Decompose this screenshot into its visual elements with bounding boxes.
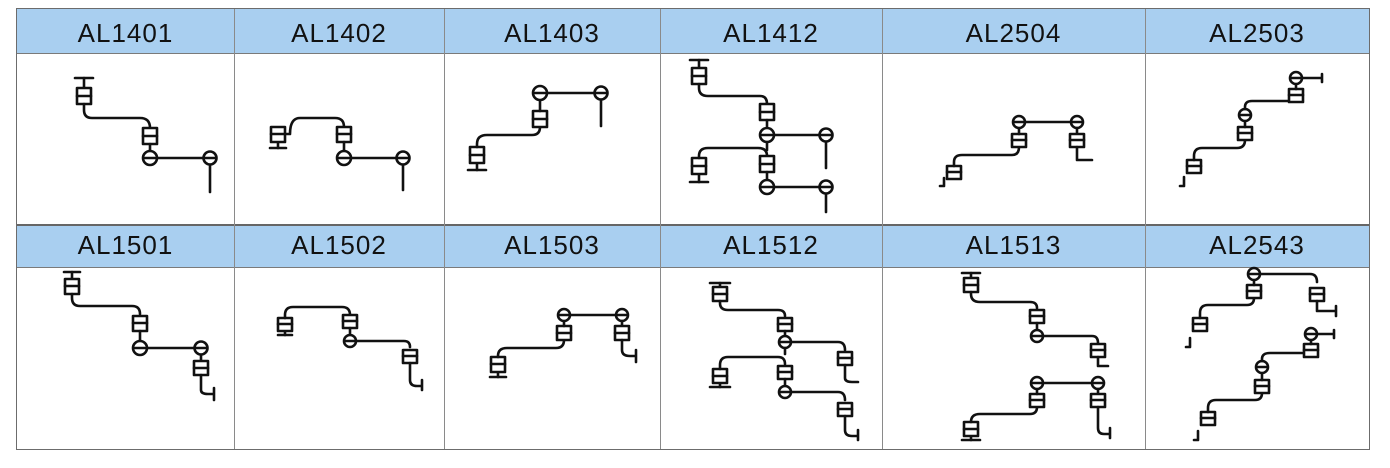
column-divider <box>234 9 235 449</box>
part-code-label: AL2504 <box>965 18 1062 48</box>
header-band-row-2 <box>17 225 1369 267</box>
part-code-label: AL1401 <box>77 18 174 48</box>
diagram-al2503 <box>1178 70 1324 188</box>
diagram-al1512 <box>708 281 860 442</box>
part-code-label: AL1513 <box>965 230 1062 260</box>
column-divider <box>1145 9 1146 449</box>
column-divider <box>444 9 445 449</box>
row-divider <box>17 224 1369 226</box>
diagram-al1403 <box>466 84 609 172</box>
diagram-al1401 <box>73 76 218 194</box>
part-code-label: AL1501 <box>77 230 174 260</box>
diagram-al1502 <box>276 305 424 392</box>
part-code-label: AL1403 <box>504 18 600 48</box>
diagram-al1503 <box>488 307 638 379</box>
part-code-label: AL1402 <box>291 18 387 48</box>
part-code-label: AL2503 <box>1209 18 1305 48</box>
column-divider <box>660 9 661 449</box>
diagram-al1412 <box>688 58 834 214</box>
row-1-header-divider <box>17 53 1369 54</box>
part-code-label: AL2543 <box>1209 230 1305 260</box>
diagram-al1513 <box>960 271 1112 442</box>
diagram-al2543 <box>1184 266 1338 442</box>
column-divider <box>882 9 883 449</box>
diagram-al2504 <box>938 114 1094 188</box>
part-code-label: AL1512 <box>723 230 819 260</box>
diagram-al1402 <box>268 116 411 192</box>
header-band-row-1 <box>17 9 1369 53</box>
part-code-label: AL1503 <box>504 230 600 260</box>
diagram-al1501 <box>62 270 216 402</box>
part-code-label: AL1502 <box>291 230 387 260</box>
row-2-header-divider <box>17 267 1369 268</box>
part-code-label: AL1412 <box>723 18 819 48</box>
